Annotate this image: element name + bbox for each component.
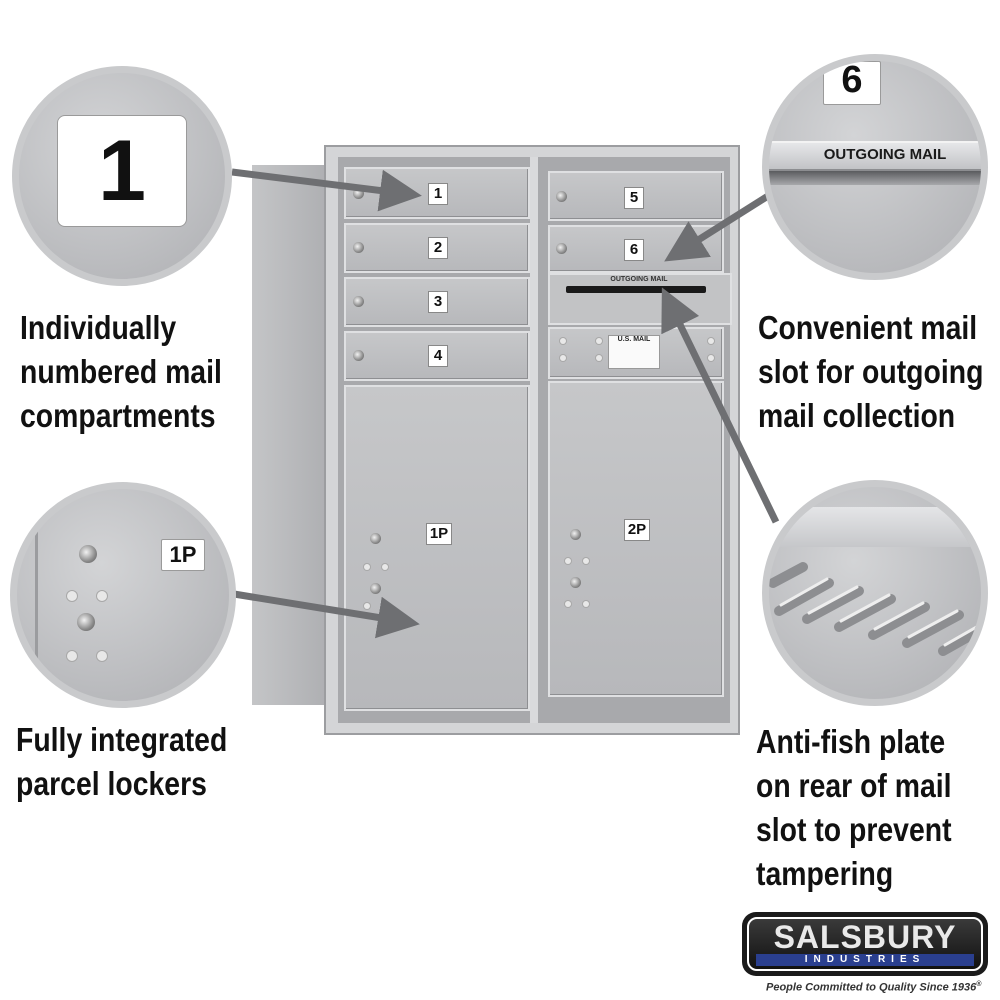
callout-circle-numbered: 1: [12, 66, 232, 286]
caption-antifish: Anti-fish plate on rear of mail slot to …: [756, 720, 952, 896]
rivet: [565, 558, 571, 564]
lock-2p-b: [570, 577, 581, 588]
caption-line: on rear of mail: [756, 767, 952, 804]
zoom-panel-edge: [35, 489, 38, 701]
lock-1p: [370, 533, 381, 544]
zoom-outgoing-plate: [769, 141, 981, 171]
door-number-6: 6: [624, 239, 644, 261]
rivet: [364, 564, 370, 570]
center-divider: [530, 157, 538, 723]
outgoing-slot-panel: [548, 273, 732, 325]
lock-3: [353, 296, 364, 307]
rivet: [596, 355, 602, 361]
zoom-lock-bottom: [77, 613, 95, 631]
caption-line: compartments: [20, 397, 216, 434]
lock-6: [556, 243, 567, 254]
door-number-5: 5: [624, 187, 644, 209]
zoom-number-label: 1: [57, 115, 187, 227]
rivet: [583, 601, 589, 607]
brand-sub-band: [756, 954, 974, 966]
arrow-parcel: [233, 590, 420, 639]
brand-tagline: People Committed to Quality Since 1936®: [766, 978, 981, 995]
caption-line: Anti-fish plate: [756, 723, 946, 760]
lock-2: [353, 242, 364, 253]
zoom-lock-top: [79, 545, 97, 563]
zoom-plate-top: [769, 507, 981, 547]
caption-outgoing: Convenient mail slot for outgoing mail c…: [758, 306, 983, 438]
rivet: [364, 603, 370, 609]
caption-line: Fully integrated: [16, 721, 228, 758]
brand-sub: INDUSTRIES: [804, 954, 926, 965]
caption-line: slot to prevent: [756, 811, 952, 848]
rivet: [382, 564, 388, 570]
parcel-door-1p: [344, 385, 530, 711]
rivet: [560, 338, 566, 344]
rivet: [97, 651, 107, 661]
usmail-label: U.S. MAIL: [608, 335, 660, 369]
zoom-number-label-6: 6: [823, 61, 881, 105]
parcel-number-1p: 1P: [426, 523, 452, 545]
rivet: [583, 558, 589, 564]
zoom-outgoing-text: OUTGOING MAIL: [823, 146, 947, 163]
brand-tagline-text: People Committed to Quality Since 1936: [766, 981, 977, 994]
callout-circle-outgoing: 6 OUTGOING MAIL: [762, 54, 988, 280]
rivet: [708, 338, 714, 344]
lock-1: [353, 188, 364, 199]
rivet: [560, 355, 566, 361]
arrow-numbered: [231, 168, 422, 212]
door-number-4: 4: [428, 345, 448, 367]
callout-circle-parcel: 1P: [10, 482, 236, 708]
brand-name: SALSBURY: [773, 919, 957, 955]
lock-1p-b: [370, 583, 381, 594]
outgoing-slot-opening: [566, 286, 706, 293]
door-number-1: 1: [428, 183, 448, 205]
caption-line: numbered mail: [20, 353, 222, 390]
antifish-teeth-graphic: [769, 562, 981, 656]
rivet: [67, 591, 77, 601]
brand-registered-mark: ®: [976, 981, 982, 988]
brand-logo: SALSBURY INDUSTRIES: [742, 912, 988, 976]
door-number-3: 3: [428, 291, 448, 313]
parcel-number-2p: 2P: [624, 519, 650, 541]
arrow-outgoing: [664, 193, 770, 262]
caption-line: Convenient mail: [758, 309, 978, 346]
caption-line: Individually: [20, 309, 177, 346]
caption-line: parcel lockers: [16, 765, 207, 802]
caption-parcel: Fully integrated parcel lockers: [16, 718, 227, 806]
lock-5: [556, 191, 567, 202]
rivet: [97, 591, 107, 601]
caption-line: mail collection: [758, 397, 956, 434]
rivet: [67, 651, 77, 661]
caption-numbered: Individually numbered mail compartments: [20, 306, 222, 438]
rivet: [565, 601, 571, 607]
door-number-2: 2: [428, 237, 448, 259]
arrow-antifish: [661, 287, 780, 524]
caption-line: tampering: [756, 855, 894, 892]
callout-circle-antifish: [762, 480, 988, 706]
rivet: [708, 355, 714, 361]
zoom-parcel-label: 1P: [161, 539, 205, 571]
caption-line: slot for outgoing: [758, 353, 984, 390]
mailbox-side: [252, 165, 328, 705]
zoom-slot-shadow: [769, 171, 981, 185]
outgoing-plate: OUTGOING MAIL: [610, 276, 668, 283]
rivet: [596, 338, 602, 344]
usmail-title: U.S. MAIL: [617, 336, 651, 343]
lock-2p: [570, 529, 581, 540]
lock-4: [353, 350, 364, 361]
